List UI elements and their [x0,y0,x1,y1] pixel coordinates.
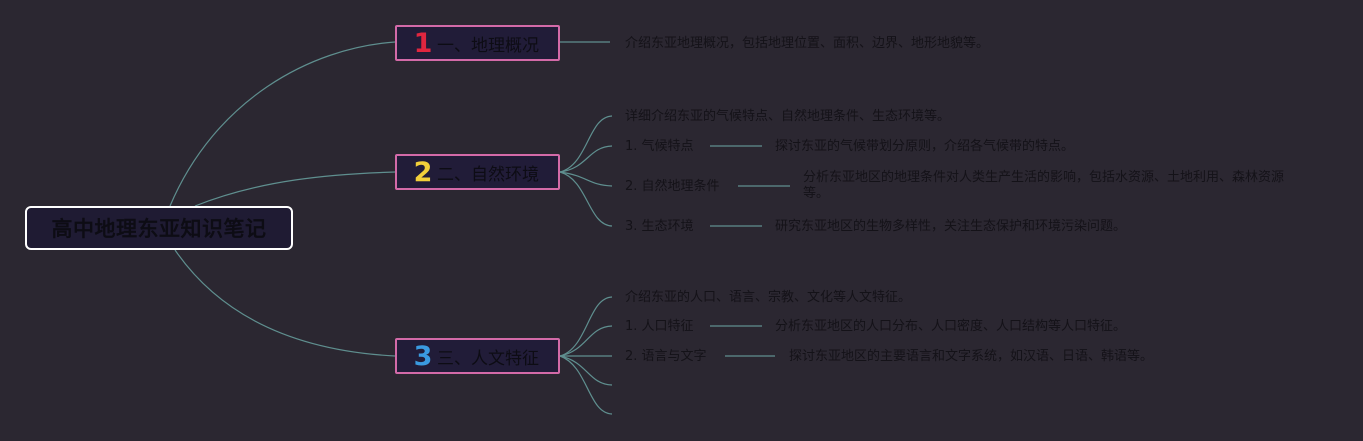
branch-node-geography-overview[interactable]: 1 一、地理概况 [395,25,560,61]
link-branch2-item2 [559,171,613,187]
branch3-item-title[interactable]: 2. 语言与文字 [625,349,707,364]
link-root-branch2 [194,171,396,207]
link-root-branch3 [174,249,396,357]
branch-label: 三、人文特征 [437,348,539,369]
root-title: 高中地理东亚知识笔记 [51,217,267,241]
branch-number-1: 1 [413,27,433,59]
branch-node-human-characteristics[interactable]: 3 三、人文特征 [395,338,560,374]
branch-number-2: 2 [413,156,433,188]
branch2-item-detail: 研究东亚地区的生物多样性，关注生态保护和环境污染问题。 [775,219,1127,234]
branch3-item-detail: 探讨东亚地区的主要语言和文字系统，如汉语、日语、韩语等。 [789,349,1154,364]
link-branch3-intro [559,296,613,357]
link-branch2-intro [559,115,613,173]
branch1-description: 介绍东亚地理概况，包括地理位置、面积、边界、地形地貌等。 [625,36,990,51]
branch2-intro: 详细介绍东亚的气候特点、自然地理条件、生态环境等。 [625,109,951,124]
link-branch2-item1 [559,145,613,173]
link-branch2-item3 [559,171,613,227]
branch2-item-title[interactable]: 3. 生态环境 [625,219,694,234]
branch-number-3: 3 [413,340,433,372]
link-branch3-item4 [559,355,613,415]
branch-label: 一、地理概况 [437,35,539,56]
link-branch3-item1 [559,325,613,357]
link-root-branch1 [169,41,396,207]
branch-label: 二、自然环境 [437,164,539,185]
branch2-item-detail: 探讨东亚的气候带划分原则，介绍各气候带的特点。 [775,139,1075,154]
branch3-item-title[interactable]: 1. 人口特征 [625,319,694,334]
branch2-item-detail: 分析东亚地区的地理条件对人类生产生活的影响，包括水资源、土地利用、森林资源等。 [803,170,1285,201]
branch-node-natural-environment[interactable]: 2 二、自然环境 [395,154,560,190]
branch2-item-title[interactable]: 1. 气候特点 [625,139,694,154]
branch3-intro: 介绍东亚的人口、语言、宗教、文化等人文特征。 [625,290,912,305]
branch2-item-title[interactable]: 2. 自然地理条件 [625,179,720,194]
link-branch3-item3 [559,355,613,386]
root-node[interactable]: 高中地理东亚知识笔记 [25,206,293,250]
branch3-item-detail: 分析东亚地区的人口分布、人口密度、人口结构等人口特征。 [775,319,1127,334]
